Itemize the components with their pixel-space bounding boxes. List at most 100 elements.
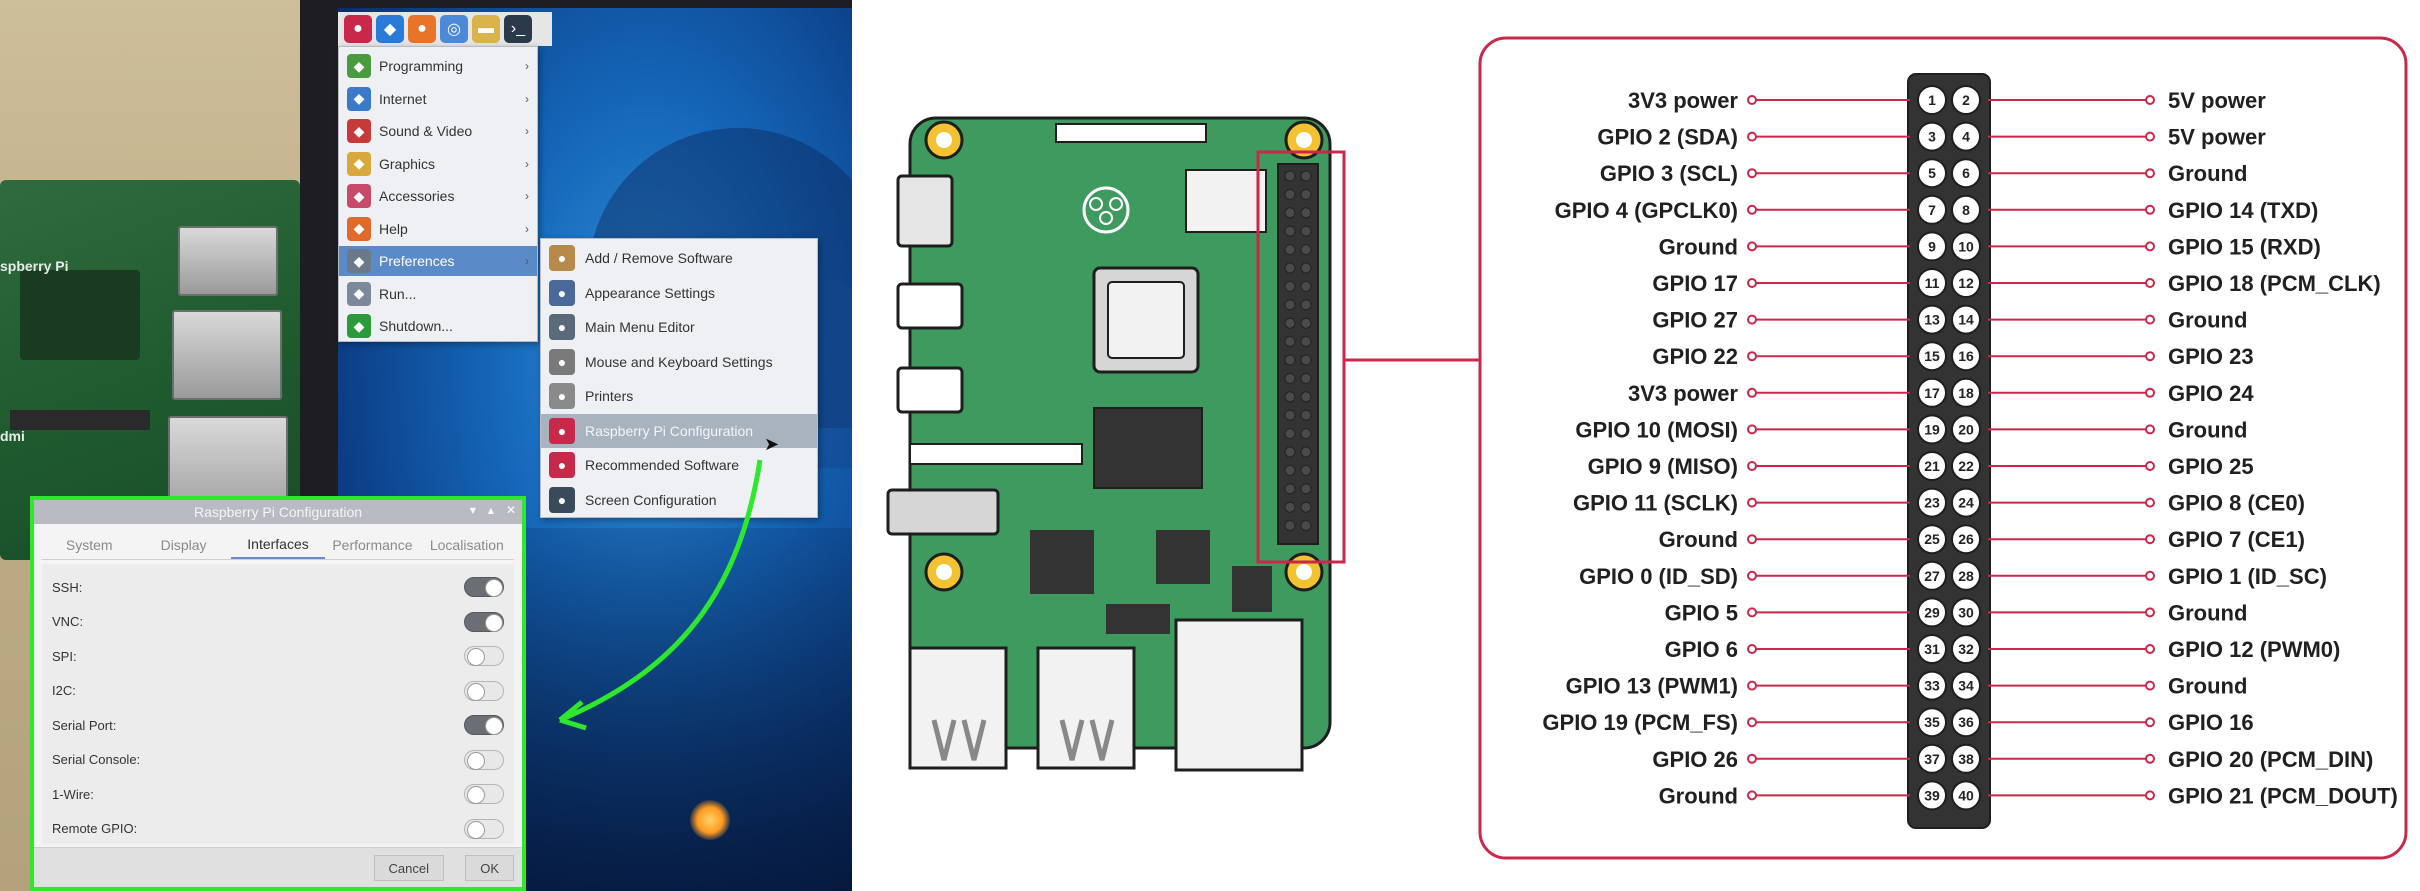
gpio-pin-dot [1284,391,1296,403]
pin-33-label: GPIO 13 (PWM1) [1566,674,1738,699]
menu-item-sound-video[interactable]: ◆Sound & Video› [339,116,537,146]
submenu-item-add-remove-software[interactable]: ●Add / Remove Software [541,241,817,275]
folder-icon[interactable]: ▬ [472,15,500,43]
pin-2-number: 2 [1962,92,1970,108]
palette-icon: ◆ [347,151,371,176]
submenu-item-label: Main Menu Editor [585,319,695,335]
gpio-pin-dot [1284,317,1296,329]
pin-17-circle [1917,377,1947,408]
vscode-icon[interactable]: ◆ [376,15,404,43]
pin-8-number: 8 [1962,202,1970,218]
pin-27-label: GPIO 0 (ID_SD) [1579,564,1738,589]
pin-38-label: GPIO 20 (PCM_DIN) [2168,747,2373,772]
config-titlebar[interactable]: Raspberry Pi Configuration ▾ ▴ ✕ [34,500,522,524]
cancel-button[interactable]: Cancel [373,855,444,881]
menu-item-label: Sound & Video [379,123,473,139]
hdmi-port [896,282,964,330]
pin-lead-end [2145,570,2155,581]
tab-display[interactable]: Display [160,536,207,553]
pin-24-label: GPIO 8 (CE0) [2168,491,2305,516]
menu-item-accessories[interactable]: ◆Accessories› [339,181,537,211]
toggle-ssh[interactable] [464,577,504,597]
pin-lead-end [2145,607,2155,618]
pin-lead-end [2145,168,2155,179]
close-icon[interactable]: ✕ [505,503,516,517]
tab-localisation[interactable]: Localisation [429,536,504,553]
gpio-pin-dot [1284,336,1296,348]
submenu-item-recommended-software[interactable]: ●Recommended Software [541,448,817,482]
pin-1-label: 3V3 power [1628,88,1738,113]
ethernet-port [1174,618,1304,772]
pin-lead-end [2145,717,2155,728]
setting-row-1-wire: 1-Wire: [52,777,504,811]
pin-32-number: 32 [1958,641,1974,657]
pin-6-number: 6 [1962,165,1970,181]
tab-interfaces[interactable]: Interfaces [230,530,326,559]
pin-26-label: GPIO 7 (CE1) [2168,527,2305,552]
config-tabs: System Display Interfaces Performance Locali… [42,530,514,560]
submenu-item-screen-configuration[interactable]: ●Screen Configuration [541,483,817,517]
pointer-arrow [558,459,763,731]
gpio-pin-dot [1300,317,1312,329]
menu-item-run[interactable]: ◆Run... [339,279,537,309]
raspberry-icon[interactable]: ● [344,15,372,43]
pin-6-circle [1951,158,1981,189]
pin-36-number: 36 [1958,714,1974,730]
pin-lead-end [1747,131,1757,142]
submenu-item-printers[interactable]: ●Printers [541,379,817,413]
pin-9-circle [1917,231,1947,262]
toggle-serial-console[interactable] [464,749,504,770]
toggle-vnc[interactable] [464,611,504,632]
submenu-item-mouse-and-keyboard-settings[interactable]: ●Mouse and Keyboard Settings [541,345,817,379]
globe-icon[interactable]: ◎ [440,15,468,43]
minimize-icon[interactable]: ▾ [469,503,476,517]
toggle-remote-gpio[interactable] [464,818,504,839]
pin-15-label: GPIO 22 [1652,344,1738,369]
audio-jack [886,488,1000,536]
menu-item-programming[interactable]: ◆Programming› [339,51,537,81]
toggle-1-wire[interactable] [464,784,504,804]
menu-item-internet[interactable]: ◆Internet› [339,84,537,114]
toggle-i2c[interactable] [464,680,504,701]
submenu-item-main-menu-editor[interactable]: ●Main Menu Editor [541,310,817,344]
submenu-item-appearance-settings[interactable]: ●Appearance Settings [541,276,817,310]
pin-lead-end [1747,95,1757,105]
wifi-module [1185,169,1267,233]
ok-button[interactable]: OK [465,855,514,881]
menu-item-graphics[interactable]: ◆Graphics› [339,149,537,179]
gpio-pin-dot [1300,372,1312,384]
pin-lead-end [2145,680,2155,691]
pin-35-number: 35 [1924,714,1940,730]
pin-lead-end [2145,351,2155,362]
pin-5-circle [1917,158,1947,189]
maximize-icon[interactable]: ▴ [487,503,494,517]
tab-system[interactable]: System [65,536,113,553]
submenu-item-label: Recommended Software [585,457,740,473]
setting-row-remote-gpio: Remote GPIO: [52,812,504,846]
submenu-item-raspberry-pi-configuration[interactable]: ●Raspberry Pi Configuration [541,413,817,448]
pin-17-label: 3V3 power [1628,381,1738,406]
firefox-icon[interactable]: ● [408,15,436,43]
toggle-spi[interactable] [464,646,504,666]
pin-3-number: 3 [1928,129,1936,145]
menu-item-help[interactable]: ◆Help› [339,214,537,244]
chevron-right-icon: › [525,124,529,138]
submenu-item-label: Add / Remove Software [585,250,733,266]
pin-19-number: 19 [1924,421,1940,437]
toggle-serial-port[interactable] [464,715,504,735]
lantern-glow [690,800,730,840]
setting-label: SPI: [52,648,77,664]
raspberry-logo-icon [1082,186,1130,234]
config-settings: SSH:VNC:SPI:I2C:Serial Port:Serial Conso… [42,564,514,844]
pin-lead-end [2145,461,2155,471]
pin-29-number: 29 [1924,604,1940,620]
pin-13-number: 13 [1924,312,1940,328]
tab-performance[interactable]: Performance [332,536,413,553]
pin-3-circle [1917,121,1947,152]
terminal-icon[interactable]: ›_ [504,15,532,43]
menu-item-preferences[interactable]: ◆Preferences› [339,246,537,276]
usb-port [908,646,1008,770]
gpio-pin-dot [1300,464,1312,476]
tools-icon: ◆ [347,184,371,208]
menu-item-shutdown[interactable]: ◆Shutdown... [339,311,537,341]
